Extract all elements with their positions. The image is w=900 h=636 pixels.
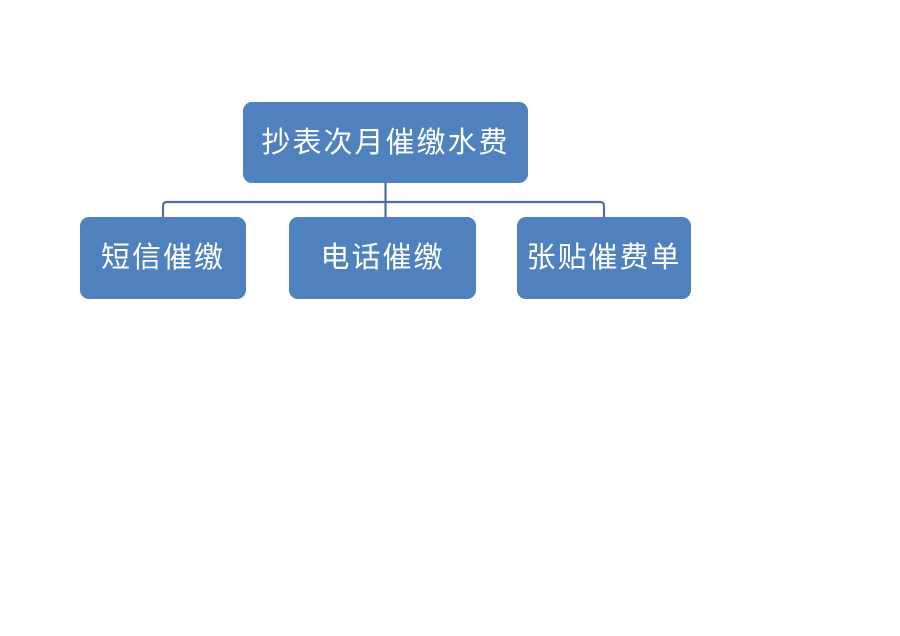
org-node-post-notice[interactable]: 张贴催费单 [517,217,691,299]
root-to-children-connector [161,183,606,217]
org-node-root[interactable]: 抄表次月催缴水费 [243,102,528,183]
org-node-sms-reminder[interactable]: 短信催缴 [80,217,246,299]
org-node-phone-reminder[interactable]: 电话催缴 [289,217,476,299]
